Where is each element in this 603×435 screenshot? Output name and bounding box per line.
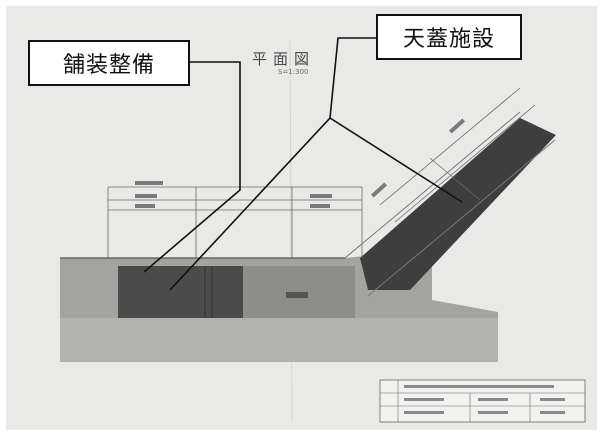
paving-block: [118, 266, 243, 318]
canopy-leader-1: [169, 37, 376, 291]
dimension-lines: [107, 87, 536, 258]
canopy-outline-bottom: [367, 139, 556, 297]
leader-lines: [143, 37, 463, 291]
drawing-scale: S=1:300: [278, 68, 309, 76]
canopy-strip: [360, 118, 556, 290]
paving-leader: [143, 61, 241, 273]
paving-callout: 舗装整備: [28, 40, 190, 86]
title-block: [379, 379, 586, 423]
canopy-leader-2: [329, 117, 463, 203]
dimension-labels: [135, 118, 466, 208]
plaza-mark: [286, 292, 308, 298]
drawing-title: 平面図: [252, 50, 316, 68]
canopy-outline-top: [344, 111, 521, 259]
canopy-callout: 天蓋施設: [376, 14, 522, 60]
ground-lower-band: [60, 318, 498, 362]
